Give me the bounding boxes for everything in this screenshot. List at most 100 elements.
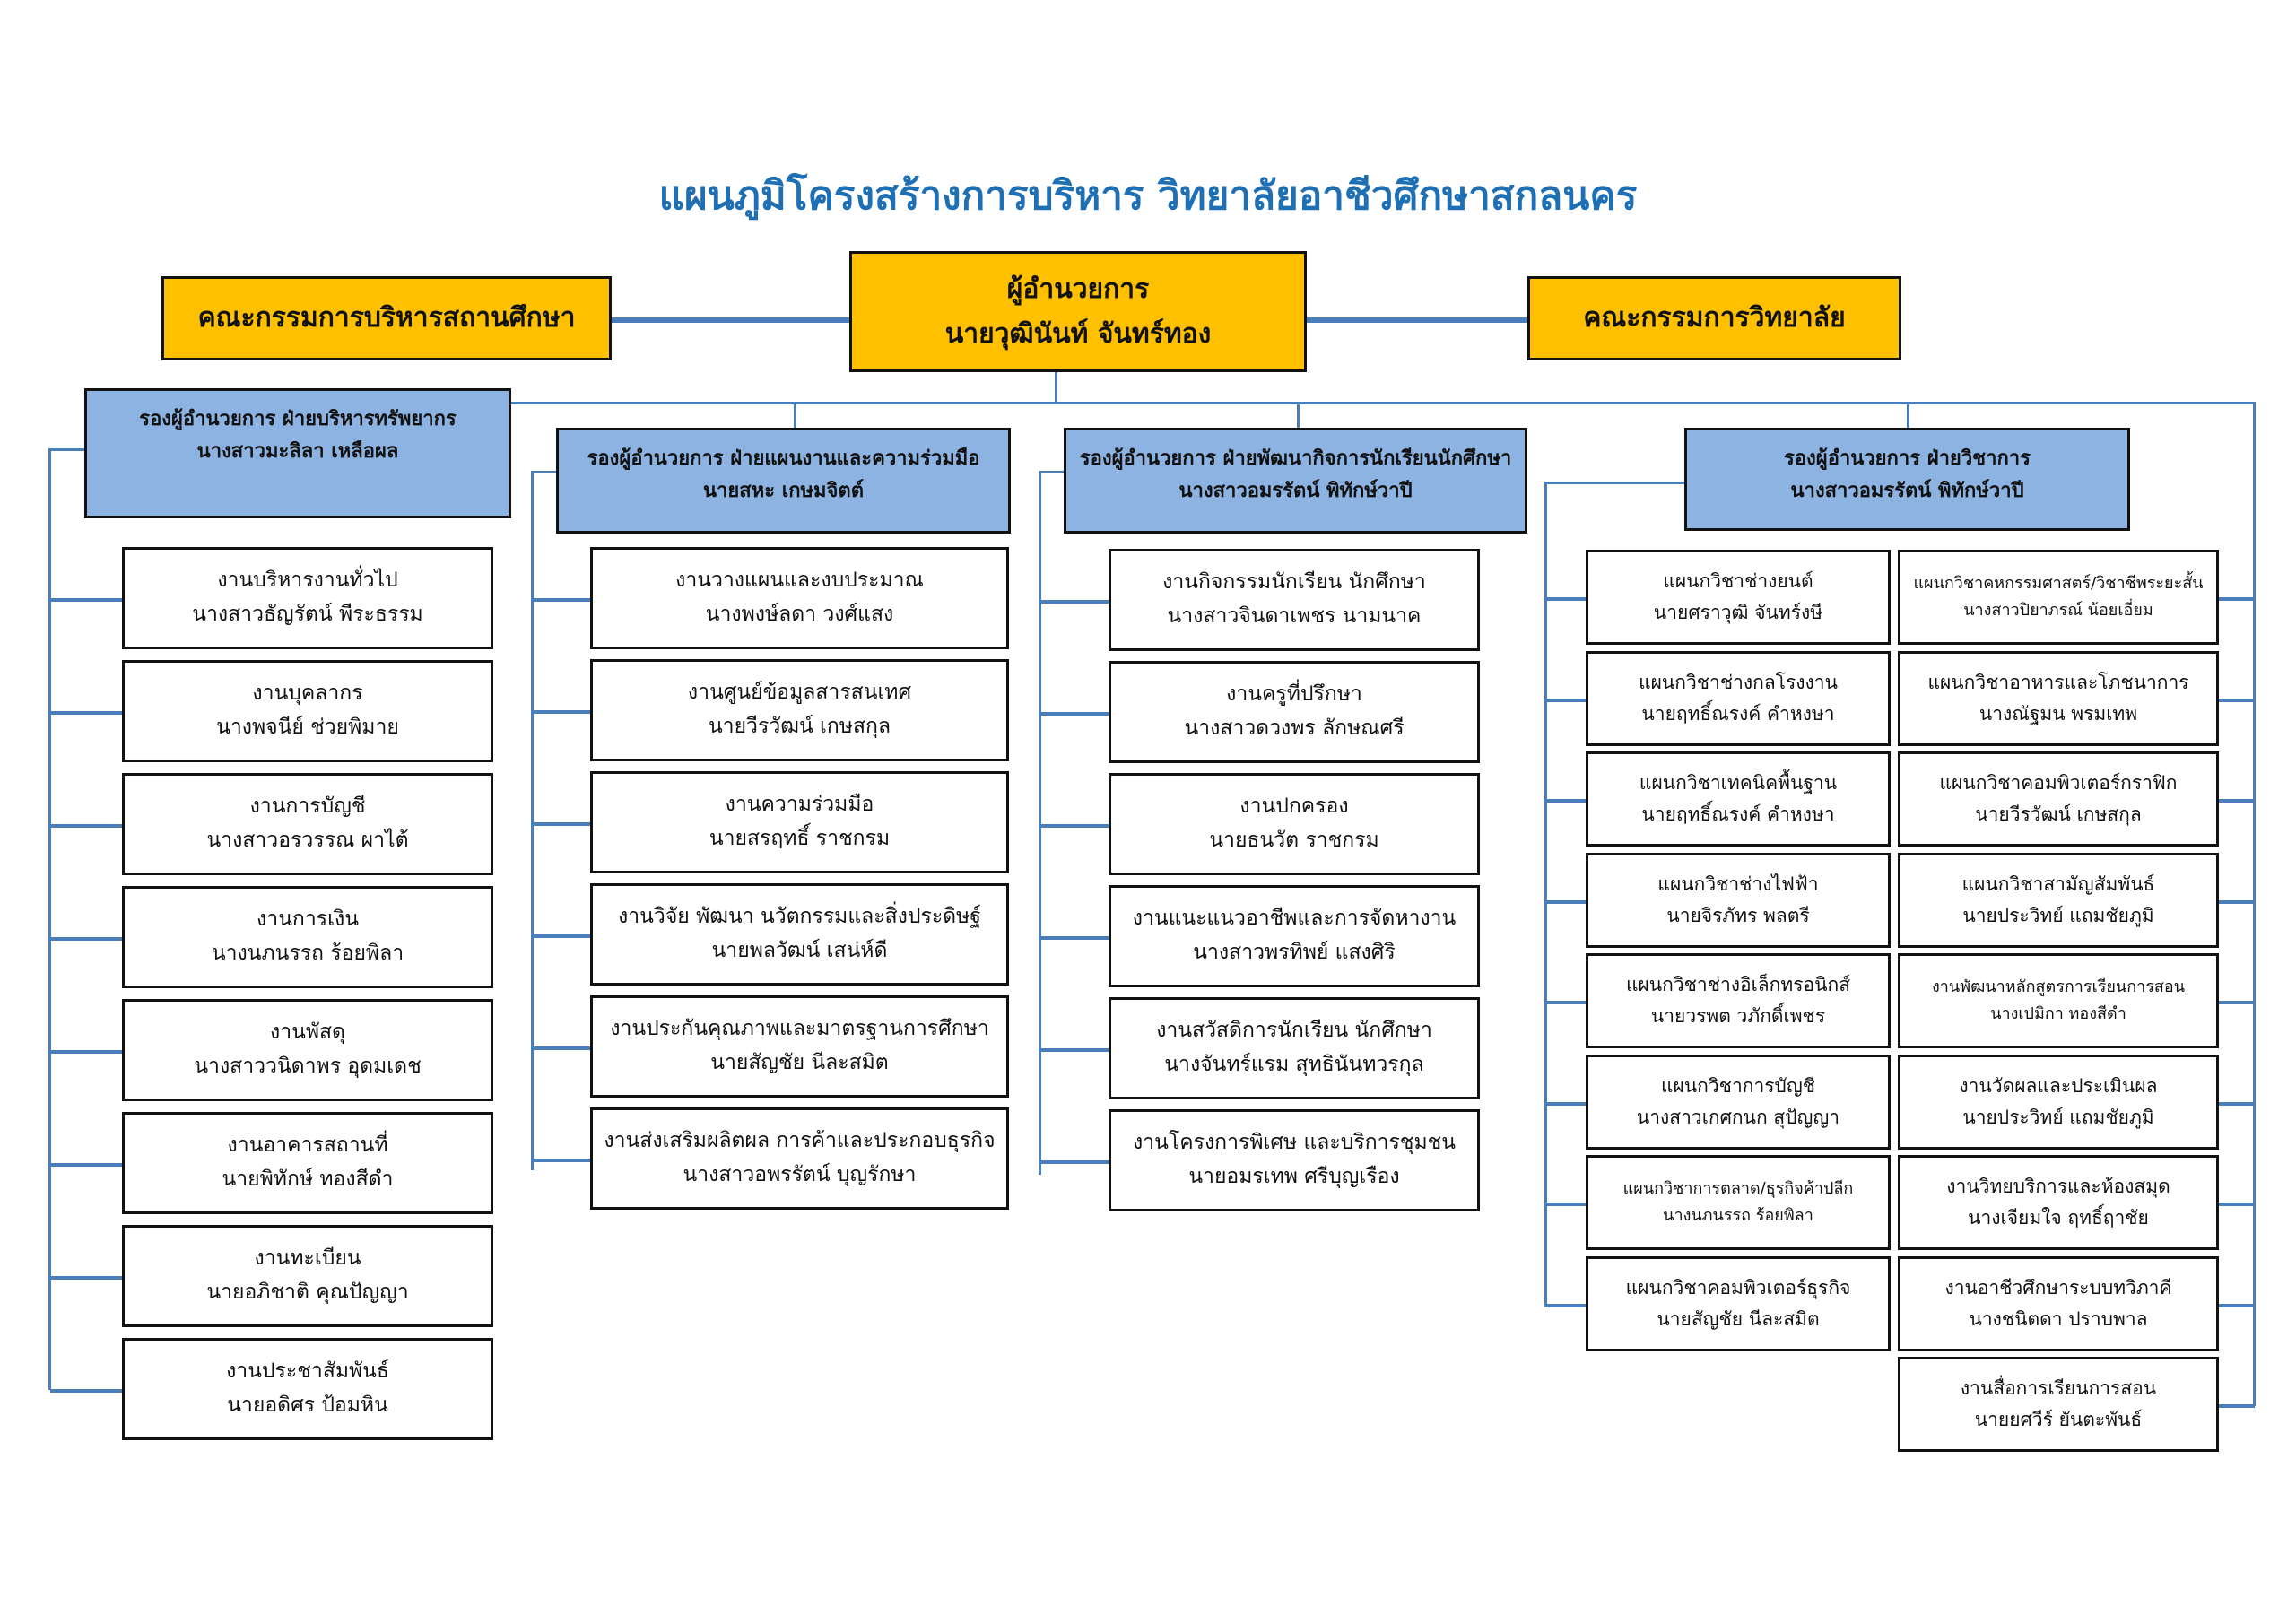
unit-person: นายธนวัต ราชกรม: [1209, 829, 1379, 852]
unit-name: งานการเงิน: [257, 908, 359, 932]
unit-connector: [50, 1163, 122, 1167]
division-person: นางสาวอมรรัตน์ พิทักษ์วาปี: [1178, 480, 1413, 503]
department-box[interactable]: แผนกวิชาคอมพิวเตอร์กราฟิกนายวีรวัฒน์ เกษ…: [1898, 751, 2219, 847]
col2-vertical: [531, 471, 534, 1170]
unit-connector: [533, 822, 590, 826]
unit-person: นางพจนีย์ ช่วยพิมาย: [216, 716, 399, 739]
unit-connector: [533, 1159, 590, 1162]
unit-connector: [1546, 1101, 1586, 1106]
unit-connector: [50, 937, 122, 941]
unit-box[interactable]: งานครูที่ปรึกษานางสาวดวงพร ลักษณศรี: [1109, 661, 1480, 763]
board-left[interactable]: คณะกรรมการบริหารสถานศึกษา: [161, 276, 612, 360]
unit-box[interactable]: งานทะเบียนนายอภิชาติ คุณปัญญา: [122, 1225, 493, 1327]
unit-box[interactable]: งานประกันคุณภาพและมาตรฐานการศึกษานายสัญช…: [590, 995, 1009, 1098]
unit-box[interactable]: งานสวัสดิการนักเรียน นักศึกษานางจันทร์แร…: [1109, 997, 1480, 1099]
unit-connector: [2219, 1203, 2255, 1206]
unit-name: แผนกวิชาช่างไฟฟ้า: [1657, 873, 1819, 895]
unit-box[interactable]: งานพัสดุนางสาววนิดาพร อุดมเดช: [122, 999, 493, 1101]
unit-connector: [50, 824, 122, 828]
department-box[interactable]: แผนกวิชาสามัญสัมพันธ์นายประวิทย์ แถมชัยภ…: [1898, 852, 2219, 948]
unit-connector: [533, 710, 590, 714]
unit-connector: [1040, 824, 1109, 828]
col4-head-connector: [1544, 482, 1684, 484]
unit-box[interactable]: งานศูนย์ข้อมูลสารสนเทศนายวีรวัฒน์ เกษสกุ…: [590, 659, 1009, 761]
unit-connector: [1040, 1160, 1109, 1164]
department-box[interactable]: แผนกวิชาคหกรรมศาสตร์/วิชาชีพระยะสั้นนางส…: [1898, 550, 2219, 645]
division-head-planning[interactable]: รองผู้อำนวยการ ฝ่ายแผนงานและความร่วมมือ …: [556, 428, 1011, 534]
unit-name: แผนกวิชาช่างอิเล็กทรอนิกส์: [1625, 974, 1851, 996]
department-box[interactable]: แผนกวิชาเทคนิคพื้นฐานนายฤทธิ์ณรงค์ คำหงษ…: [1586, 751, 1891, 847]
unit-box[interactable]: งานอาคารสถานที่นายพิทักษ์ ทองสีดำ: [122, 1112, 493, 1214]
unit-box[interactable]: งานปกครองนายธนวัต ราชกรม: [1109, 773, 1480, 875]
unit-name: แผนกวิชาคอมพิวเตอร์ธุรกิจ: [1625, 1276, 1851, 1298]
unit-person: นายวีรวัฒน์ เกษสกุล: [1975, 803, 2142, 825]
department-box[interactable]: งานวิทยบริการและห้องสมุดนางเจียมใจ ฤทธิ์…: [1898, 1155, 2219, 1250]
unit-connector: [1546, 799, 1586, 803]
department-box[interactable]: งานพัฒนาหลักสูตรการเรียนการสอนนางเปมิกา …: [1898, 953, 2219, 1048]
board-left-label: คณะกรรมการบริหารสถานศึกษา: [197, 302, 576, 334]
unit-name: งานอาชีวศึกษาระบบทวิภาคี: [1944, 1276, 2172, 1298]
unit-box[interactable]: งานประชาสัมพันธ์นายอดิศร ป้อมหิน: [122, 1338, 493, 1440]
unit-person: นางสาวดวงพร ลักษณศรี: [1184, 716, 1405, 740]
connector-drop-col2: [794, 402, 796, 429]
unit-name: แผนกวิชาช่างยนต์: [1663, 570, 1813, 593]
unit-person: นายอภิชาติ คุณปัญญา: [206, 1281, 409, 1304]
division-head-academic[interactable]: รองผู้อำนวยการ ฝ่ายวิชาการ นางสาวอมรรัตน…: [1684, 428, 2130, 531]
division-role: รองผู้อำนวยการ ฝ่ายบริหารทรัพยากร: [139, 408, 457, 430]
unit-person: นางนภนรรถ ร้อยพิลา: [1663, 1206, 1813, 1225]
division-head-student-affairs[interactable]: รองผู้อำนวยการ ฝ่ายพัฒนากิจการนักเรียนนั…: [1064, 428, 1527, 534]
unit-box[interactable]: งานกิจกรรมนักเรียน นักศึกษานางสาวจินดาเพ…: [1109, 549, 1480, 651]
division-role: รองผู้อำนวยการ ฝ่ายวิชาการ: [1784, 447, 2031, 470]
unit-box[interactable]: งานความร่วมมือนายสรฤทธิ์ ราชกรม: [590, 771, 1009, 873]
department-box[interactable]: แผนกวิชาคอมพิวเตอร์ธุรกิจนายสัญชัย นีละส…: [1586, 1255, 1891, 1351]
unit-name: งานสื่อการเรียนการสอน: [1960, 1377, 2157, 1400]
unit-name: งานวิจัย พัฒนา นวัตกรรมและสิ่งประดิษฐ์: [618, 905, 981, 929]
unit-person: นายประวิทย์ แถมชัยภูมิ: [1962, 1106, 2154, 1128]
unit-connector: [1546, 597, 1586, 601]
unit-name: งานวิทยบริการและห้องสมุด: [1946, 1176, 2170, 1198]
unit-person: นางสาวธัญรัตน์ พีระธรรม: [192, 603, 423, 626]
unit-name: งานการบัญชี: [249, 795, 366, 819]
col1-head-connector: [48, 448, 84, 451]
department-box[interactable]: แผนกวิชาช่างกลโรงงานนายฤทธิ์ณรงค์ คำหงษา: [1586, 650, 1891, 746]
col3-vertical: [1039, 471, 1041, 1175]
unit-person: นางชนิตดา ปราบพาล: [1969, 1307, 2148, 1330]
unit-name: งานประชาสัมพันธ์: [226, 1359, 389, 1384]
connector-director-stem: [1055, 372, 1057, 404]
unit-name: งานทะเบียน: [254, 1246, 361, 1271]
director-box[interactable]: ผู้อำนวยการ นายวุฒินันท์ จันทร์ทอง: [849, 251, 1307, 372]
unit-name: แผนกวิชาการตลาด/ธุรกิจค้าปลีก: [1622, 1179, 1854, 1199]
unit-box[interactable]: งานบริหารงานทั่วไปนางสาวธัญรัตน์ พีระธรร…: [122, 547, 493, 649]
connector-main-bus: [511, 402, 2256, 404]
unit-connector: [2219, 1404, 2255, 1408]
board-right[interactable]: คณะกรรมการวิทยาลัย: [1527, 276, 1901, 360]
department-box[interactable]: งานสื่อการเรียนการสอนนายยศวีร์ ยันตะพันธ…: [1898, 1357, 2219, 1452]
unit-box[interactable]: งานวิจัย พัฒนา นวัตกรรมและสิ่งประดิษฐ์นา…: [590, 883, 1009, 986]
department-box[interactable]: แผนกวิชาช่างอิเล็กทรอนิกส์นายวรพต วภักดิ…: [1586, 953, 1891, 1048]
unit-box[interactable]: งานการบัญชีนางสาวอรวรรณ ผาไต้: [122, 773, 493, 875]
department-box[interactable]: แผนกวิชาช่างไฟฟ้านายจิรภัทร พลตรี: [1586, 852, 1891, 948]
unit-box[interactable]: งานบุคลากรนางพจนีย์ ช่วยพิมาย: [122, 660, 493, 762]
division-head-resources[interactable]: รองผู้อำนวยการ ฝ่ายบริหารทรัพยากร นางสาว…: [84, 388, 511, 518]
unit-name: แผนกวิชาอาหารและโภชนาการ: [1927, 671, 2189, 693]
unit-box[interactable]: งานวางแผนและงบประมาณนางพงษ์ลดา วงศ์แสง: [590, 547, 1009, 649]
department-box[interactable]: งานวัดผลและประเมินผลนายประวิทย์ แถมชัยภู…: [1898, 1054, 2219, 1150]
unit-box[interactable]: งานการเงินนางนภนรรถ ร้อยพิลา: [122, 886, 493, 988]
department-box[interactable]: งานอาชีวศึกษาระบบทวิภาคีนางชนิตดา ปราบพา…: [1898, 1255, 2219, 1351]
unit-person: นายศราวุฒิ จันทร์งษี: [1653, 602, 1823, 623]
unit-connector: [50, 598, 122, 602]
department-box[interactable]: แผนกวิชาการบัญชีนางสาวเกศกนก สุปัญญา: [1586, 1054, 1891, 1150]
unit-person: นางสาวเกศกนก สุปัญญา: [1636, 1106, 1840, 1128]
department-box[interactable]: แผนกวิชาช่างยนต์นายศราวุฒิ จันทร์งษี: [1586, 550, 1891, 645]
unit-box[interactable]: งานส่งเสริมผลิตผล การค้าและประกอบธุรกิจน…: [590, 1107, 1009, 1210]
department-box[interactable]: แผนกวิชาการตลาด/ธุรกิจค้าปลีกนางนภนรรถ ร…: [1586, 1155, 1891, 1250]
unit-box[interactable]: งานโครงการพิเศษ และบริการชุมชนนายอมรเทพ …: [1109, 1109, 1480, 1211]
connector-board-right: [1307, 317, 1527, 323]
department-box[interactable]: แผนกวิชาอาหารและโภชนาการนางณัฐมน พรมเทพ: [1898, 650, 2219, 746]
unit-connector: [1040, 712, 1109, 716]
unit-person: นางสาวจินดาเพชร นามนาค: [1167, 604, 1422, 628]
col4-left-vertical: [1544, 482, 1547, 1307]
unit-connector: [533, 934, 590, 938]
unit-box[interactable]: งานแนะแนวอาชีพและการจัดหางานนางสาวพรทิพย…: [1109, 885, 1480, 987]
unit-connector: [1546, 698, 1586, 702]
